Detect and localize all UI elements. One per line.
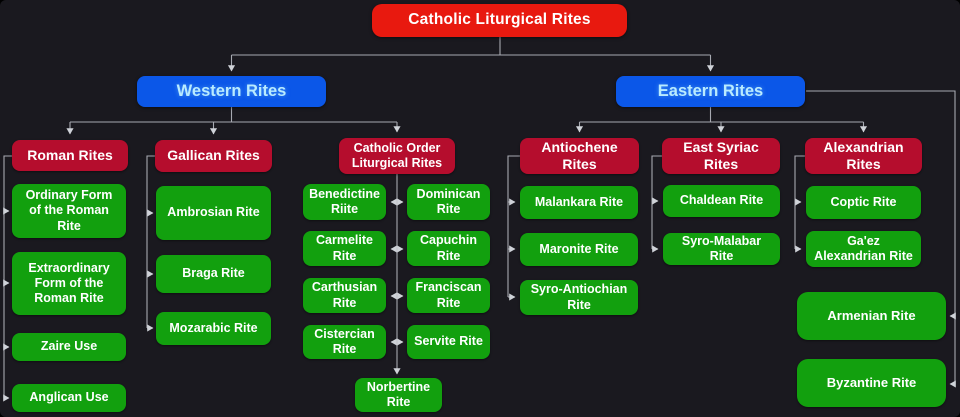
connector-east-syriac-rail xyxy=(651,155,662,249)
node-eastern-rites: Eastern Rites xyxy=(616,76,805,107)
node-antiochene-rites: Antiochene Rites xyxy=(520,138,639,174)
node-malankara-rite: Malankara Rite xyxy=(520,186,638,219)
node-armenian-rite: Armenian Rite xyxy=(797,292,946,340)
node-zaire-use: Zaire Use xyxy=(12,333,126,361)
node-east-syriac-rites: East Syriac Rites xyxy=(662,138,780,174)
node-western-rites: Western Rites xyxy=(137,76,326,107)
connector-alexandrian-rail xyxy=(794,155,805,249)
node-byzantine-rite: Byzantine Rite xyxy=(797,359,946,407)
node-coptic-rite: Coptic Rite xyxy=(806,186,921,219)
connector-roman-rail xyxy=(3,155,12,398)
node-capuchin-rite: Capuchin Rite xyxy=(407,231,490,266)
node-norbertine-rite: Norbertine Rite xyxy=(355,378,442,412)
node-carthusian-rite: Carthusian Rite xyxy=(303,278,386,313)
node-dominican-rite: Dominican Rite xyxy=(407,184,490,220)
connector-root-split xyxy=(231,37,711,56)
node-syro-malabar-rite: Syro-Malabar Rite xyxy=(663,233,780,265)
node-carmelite-rite: Carmelite Rite xyxy=(303,231,386,266)
node-catholic-liturgical-rites: Catholic Liturgical Rites xyxy=(372,4,627,37)
node-extraordinary-form-roman-rite: Extraordinary Form of the Roman Rite xyxy=(12,252,126,315)
node-braga-rite: Braga Rite xyxy=(156,255,271,293)
node-gaez-alexandrian-rite: Ga'ez Alexandrian Rite xyxy=(806,231,921,267)
connector-eastern-split xyxy=(579,107,864,123)
connector-western-split xyxy=(70,107,397,123)
node-ordinary-form-roman-rite: Ordinary Form of the Roman Rite xyxy=(12,184,126,238)
node-chaldean-rite: Chaldean Rite xyxy=(663,185,780,217)
node-gallican-rites: Gallican Rites xyxy=(155,140,272,172)
node-cistercian-rite: Cistercian Rite xyxy=(303,325,386,359)
node-anglican-use: Anglican Use xyxy=(12,384,126,412)
node-servite-rite: Servite Rite xyxy=(407,325,490,359)
node-roman-rites: Roman Rites xyxy=(12,140,128,171)
node-maronite-rite: Maronite Rite xyxy=(520,233,638,266)
node-alexandrian-rites: Alexandrian Rites xyxy=(805,138,922,174)
node-ambrosian-rite: Ambrosian Rite xyxy=(156,186,271,240)
node-syro-antiochian-rite: Syro-Antiochian Rite xyxy=(520,280,638,315)
node-benedictine-rite: Benedictine Riite xyxy=(303,184,386,220)
node-franciscan-rite: Franciscan Rite xyxy=(407,278,490,313)
node-catholic-order-liturgical-rites: Catholic Order Liturgical Rites xyxy=(339,138,455,174)
connector-antiochene-rail xyxy=(507,155,520,297)
node-mozarabic-rite: Mozarabic Rite xyxy=(156,312,271,345)
connector-gallican-rail xyxy=(146,155,155,328)
